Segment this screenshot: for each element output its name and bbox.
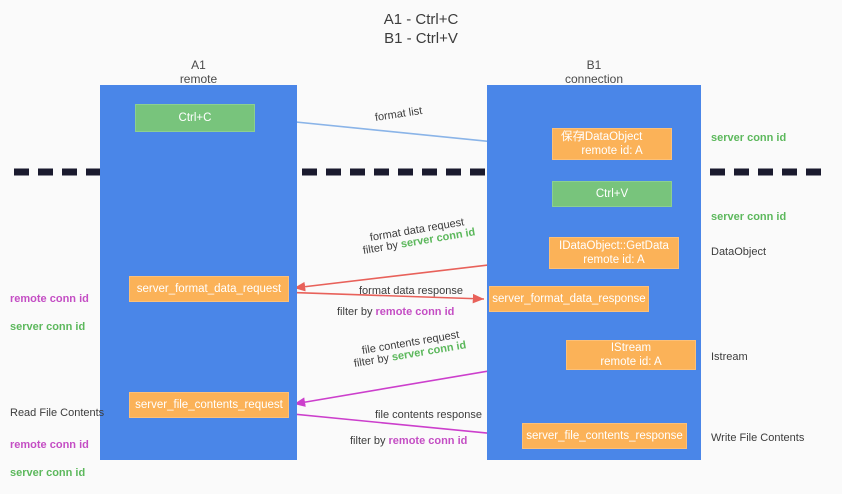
- annotation-remote-conn-id: remote conn id: [10, 439, 89, 451]
- annotation-dataobject: DataObject: [711, 246, 767, 258]
- annotation-server-conn-id-mid: server conn id: [711, 211, 787, 223]
- label-format-data-response: format data response: [359, 285, 463, 297]
- lane-header-b1: B1 connection: [564, 58, 624, 86]
- filter-prefix: filter by: [353, 351, 393, 370]
- node-idataobject-text: IDataObject remote id: A: [581, 131, 643, 157]
- node-idataobject[interactable]: IDataObject remote id: A 保存: [552, 128, 672, 160]
- annotation-read-file-contents: Read File Contents: [10, 407, 105, 419]
- annotation-server-conn-id-top: server conn id: [711, 132, 787, 144]
- node-ctrl-v[interactable]: Ctrl+V: [552, 181, 672, 207]
- annotation-server-conn-id: server conn id: [10, 321, 86, 333]
- label-format-list: format list: [374, 105, 424, 124]
- node-server-format-data-response[interactable]: server_format_data_response: [489, 286, 649, 312]
- filter-value-remote-conn-id: remote conn id: [388, 435, 468, 447]
- filter-prefix: filter by: [337, 306, 376, 318]
- node-idataobject-getdata[interactable]: IDataObject::GetData remote id: A: [549, 237, 679, 269]
- annotation-conn-ids-format: remote conn id server conn id: [10, 278, 89, 348]
- annotation-remote-conn-id: remote conn id: [10, 293, 89, 305]
- node-istream[interactable]: IStream remote id: A: [566, 340, 696, 370]
- annotation-istream: Istream: [711, 351, 748, 363]
- annotation-server-conn-id: server conn id: [10, 467, 86, 479]
- node-ctrl-c[interactable]: Ctrl+C: [135, 104, 255, 132]
- node-server-file-contents-response[interactable]: server_file_contents_response: [522, 423, 687, 449]
- label-format-data-response-filter: filter by remote conn id: [337, 305, 454, 319]
- filter-value-remote-conn-id: remote conn id: [375, 306, 455, 318]
- label-file-contents-response: file contents response: [375, 409, 483, 421]
- annotation-read-file-contents-group: Read File Contents remote conn id server…: [10, 392, 104, 494]
- node-server-file-contents-request[interactable]: server_file_contents_request: [129, 392, 289, 418]
- lane-header-a1: A1 remote: [179, 58, 218, 86]
- annotation-write-file-contents: Write File Contents: [711, 432, 805, 444]
- filter-prefix: filter by: [350, 435, 389, 447]
- filter-prefix: filter by: [362, 238, 402, 257]
- page-title: A1 - Ctrl+C B1 - Ctrl+V: [383, 11, 459, 47]
- label-file-contents-response-filter: filter by remote conn id: [350, 434, 467, 448]
- node-server-format-data-request[interactable]: server_format_data_request: [129, 276, 289, 302]
